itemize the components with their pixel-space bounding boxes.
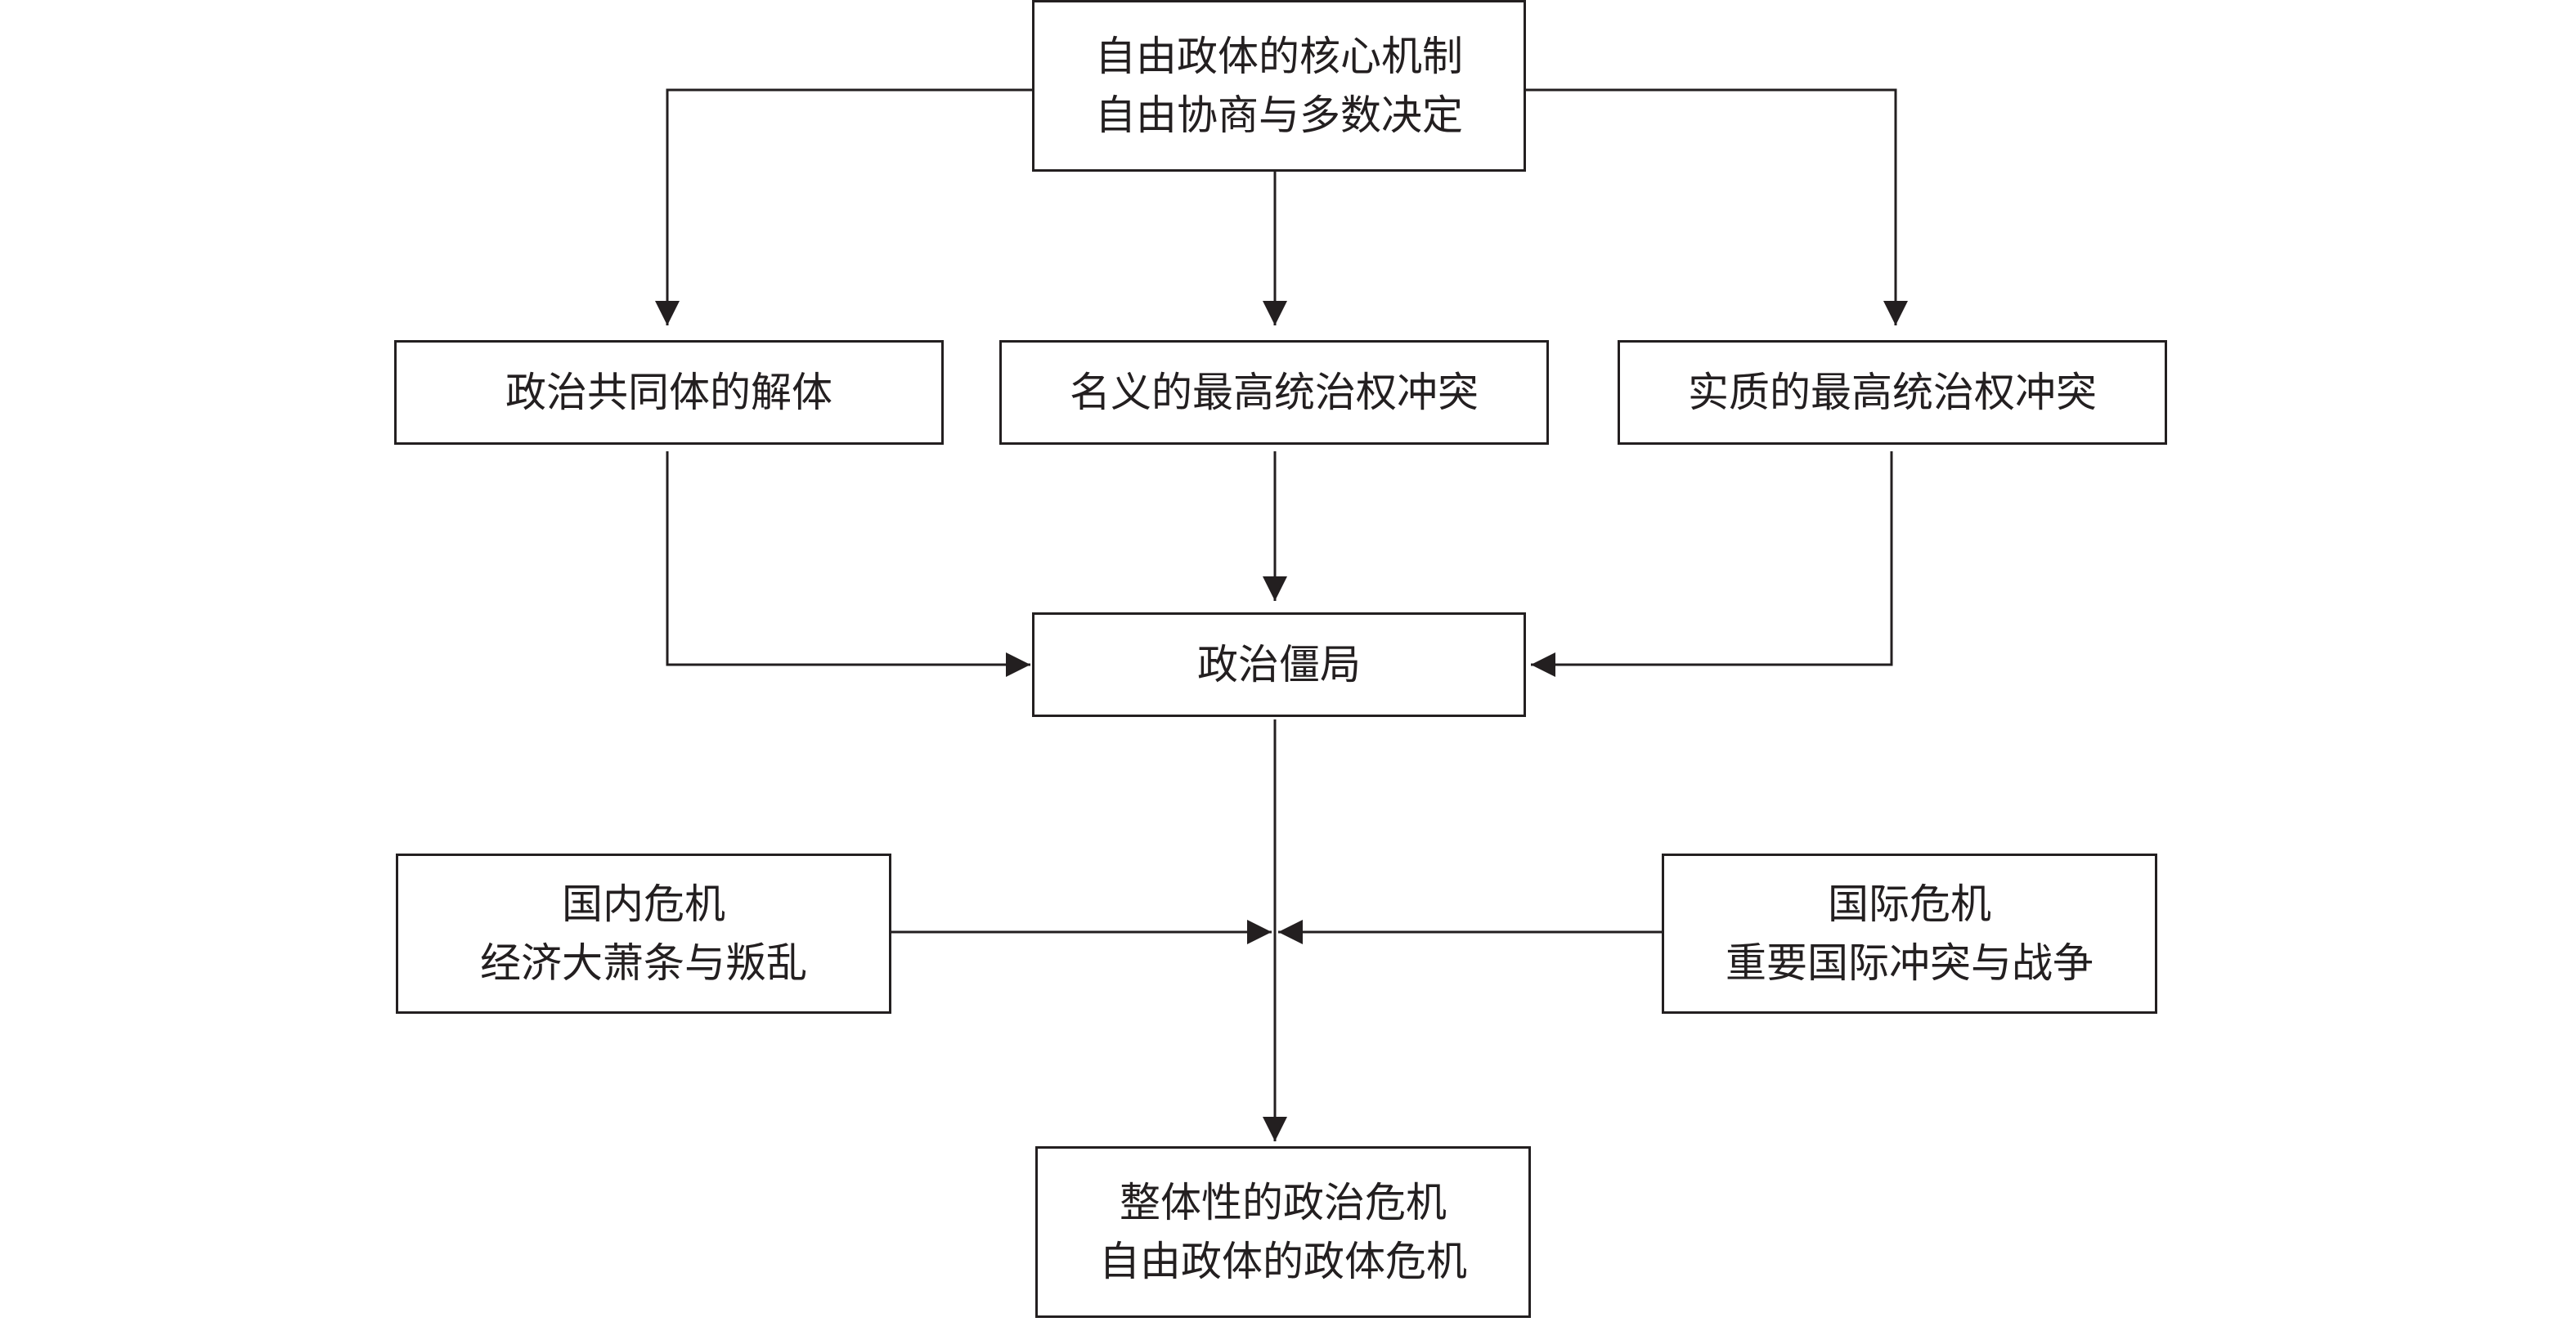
node-community-dissolution: 政治共同体的解体 xyxy=(394,340,944,445)
node-domestic-line-1: 国内危机 xyxy=(562,880,725,928)
node-domestic-line-2: 经济大萧条与叛乱 xyxy=(480,939,807,987)
node-international-crisis: 国际危机 重要国际冲突与战争 xyxy=(1662,854,2157,1014)
node-nominal-sovereignty-conflict: 名义的最高统治权冲突 xyxy=(999,340,1549,445)
node-substantive-sovereignty-conflict: 实质的最高统治权冲突 xyxy=(1618,340,2167,445)
node-overall-line-1: 整体性的政治危机 xyxy=(1120,1178,1447,1226)
node-substantive-label: 实质的最高统治权冲突 xyxy=(1688,368,2097,416)
node-nominal-label: 名义的最高统治权冲突 xyxy=(1070,368,1479,416)
node-core-line-2: 自由协商与多数决定 xyxy=(1095,92,1463,139)
node-dissolution-label: 政治共同体的解体 xyxy=(505,368,832,416)
edge-dissolution-to-deadlock xyxy=(666,451,1030,677)
node-core-line-1: 自由政体的核心机制 xyxy=(1095,32,1463,80)
node-international-line-2: 重要国际冲突与战争 xyxy=(1726,939,2094,987)
node-domestic-crisis: 国内危机 经济大萧条与叛乱 xyxy=(396,854,891,1014)
node-international-line-1: 国际危机 xyxy=(1828,880,1991,928)
node-core-mechanism: 自由政体的核心机制 自由协商与多数决定 xyxy=(1032,0,1526,172)
edge-core-to-dissolution xyxy=(655,88,1032,325)
edge-substantive-to-deadlock xyxy=(1531,451,1893,677)
node-political-deadlock: 政治僵局 xyxy=(1032,612,1526,717)
edge-core-to-substantive xyxy=(1526,88,1908,325)
node-overall-political-crisis: 整体性的政治危机 自由政体的政体危机 xyxy=(1035,1146,1531,1318)
node-overall-line-2: 自由政体的政体危机 xyxy=(1099,1238,1467,1285)
node-deadlock-label: 政治僵局 xyxy=(1197,640,1361,688)
